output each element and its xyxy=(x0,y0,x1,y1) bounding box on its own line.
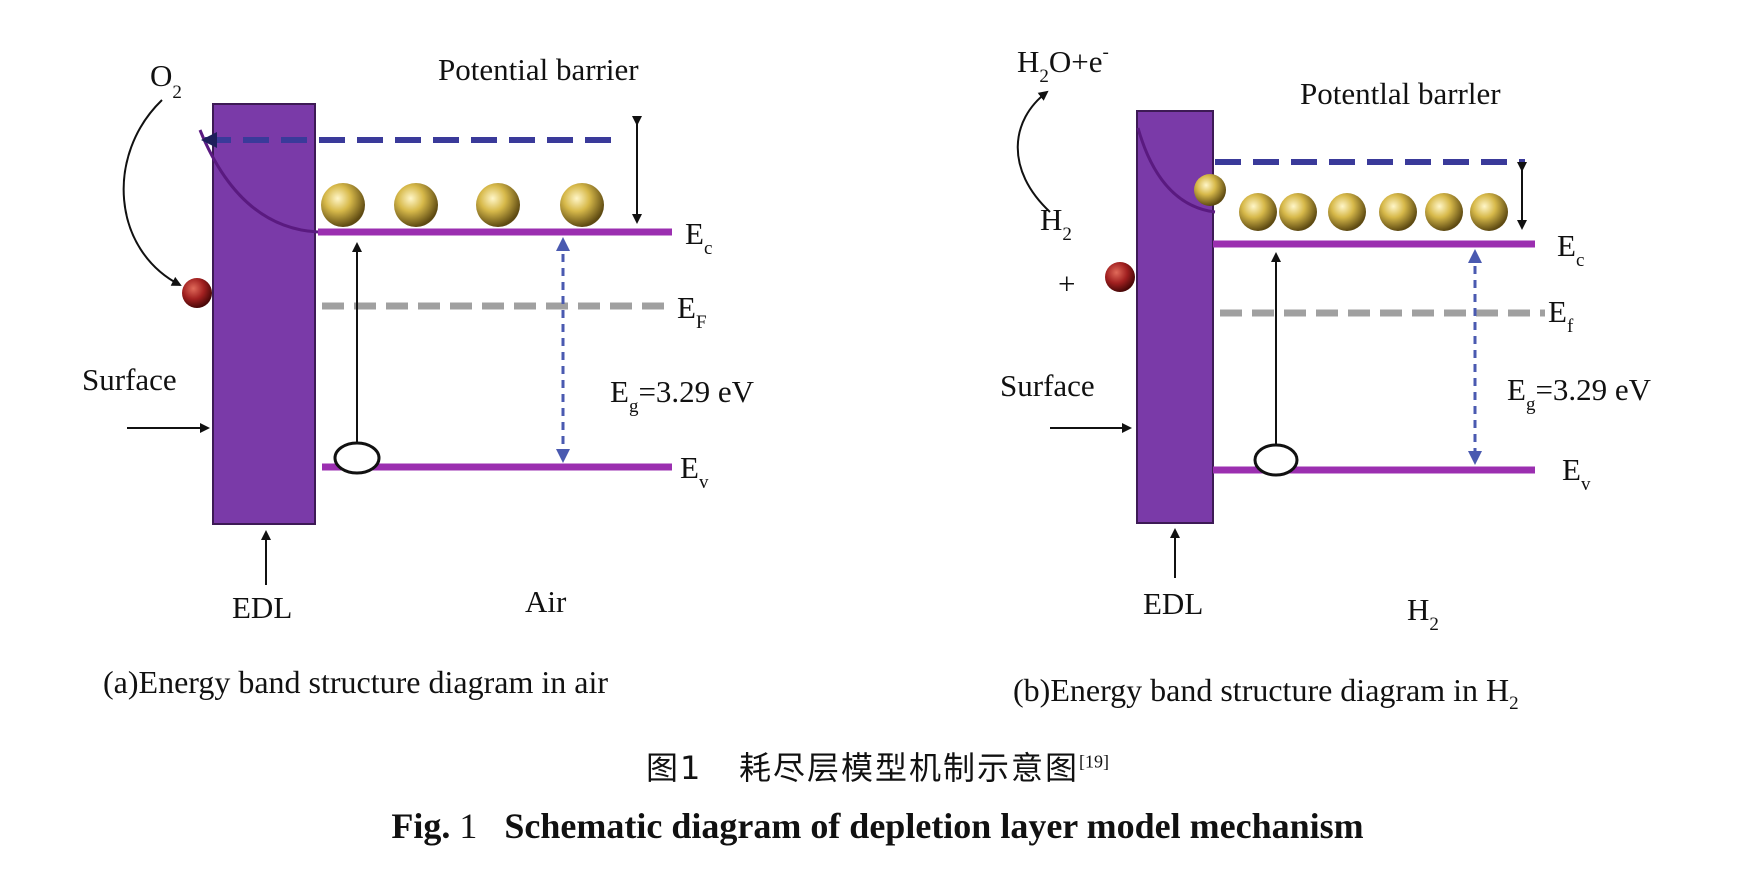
edl-block xyxy=(1136,110,1214,524)
eg-label: Eg=3.29 eV xyxy=(1507,372,1652,415)
ef-label: Ef xyxy=(1548,294,1574,337)
edl-label: EDL xyxy=(1143,586,1203,621)
band-bending-curve xyxy=(198,129,319,234)
figure-label-en: Fig. xyxy=(391,806,451,846)
electron xyxy=(1328,193,1366,231)
surface-label: Surface xyxy=(1000,368,1095,403)
edl-label: EDL xyxy=(232,590,292,625)
ev-label: Ev xyxy=(680,450,709,493)
electron xyxy=(1279,193,1317,231)
ec-label: Ec xyxy=(1557,228,1584,271)
panel-b: Potentlal barrler H2O+e- H2 + Ec Ef Ev E… xyxy=(1000,42,1652,714)
ambient-label: H2 xyxy=(1407,592,1439,635)
electron xyxy=(321,183,365,227)
eg-label: Eg=3.29 eV xyxy=(610,374,755,417)
adsorbed-oxygen xyxy=(182,278,212,308)
ambient-label: Air xyxy=(525,584,567,619)
panel-b-caption: (b)Energy band structure diagram in H2 xyxy=(1013,672,1519,714)
electron xyxy=(560,183,604,227)
adsorption-arrow xyxy=(122,99,182,286)
hydrogen-label: H2 xyxy=(1040,202,1072,245)
electron xyxy=(1379,193,1417,231)
figure-title-cn: 耗尽层模型机制示意图 xyxy=(738,749,1079,787)
potential-barrier-label: Potentlal barrler xyxy=(1300,76,1501,111)
reference-marker: [19] xyxy=(1078,751,1109,772)
edl-block xyxy=(212,103,316,525)
electron xyxy=(476,183,520,227)
product-label: H2O+e- xyxy=(1017,42,1109,87)
band-bending-curve xyxy=(1136,127,1216,214)
figure-caption-english: Fig. 1 Schematic diagram of depletion la… xyxy=(0,805,1755,847)
panel-a: Potential barrier O2 Ec EF Ev Eg=3.29 eV… xyxy=(82,52,755,700)
figure-caption-chinese: 图1 耗尽层模型机制示意图[19] xyxy=(0,743,1755,789)
oxygen-label: O2 xyxy=(150,58,182,103)
hole xyxy=(1253,443,1299,477)
hole xyxy=(333,441,381,475)
surface-label: Surface xyxy=(82,362,177,397)
ev-label: Ev xyxy=(1562,452,1591,495)
ec-label: Ec xyxy=(685,216,712,259)
panel-a-caption: (a)Energy band structure diagram in air xyxy=(103,664,608,700)
adsorbed-oxygen xyxy=(1105,262,1135,292)
potential-barrier-label: Potential barrier xyxy=(438,52,639,87)
figure-number-en: 1 xyxy=(459,806,478,846)
electron xyxy=(1470,193,1508,231)
figure-label-cn: 图1 xyxy=(646,749,703,787)
electron xyxy=(1194,174,1226,206)
reaction-arrow xyxy=(1016,90,1051,213)
electron xyxy=(1425,193,1463,231)
ef-label: EF xyxy=(677,290,707,333)
figure-title-en: Schematic diagram of depletion layer mod… xyxy=(504,806,1364,846)
electron xyxy=(1239,193,1277,231)
electron xyxy=(394,183,438,227)
plus-label: + xyxy=(1058,266,1075,301)
